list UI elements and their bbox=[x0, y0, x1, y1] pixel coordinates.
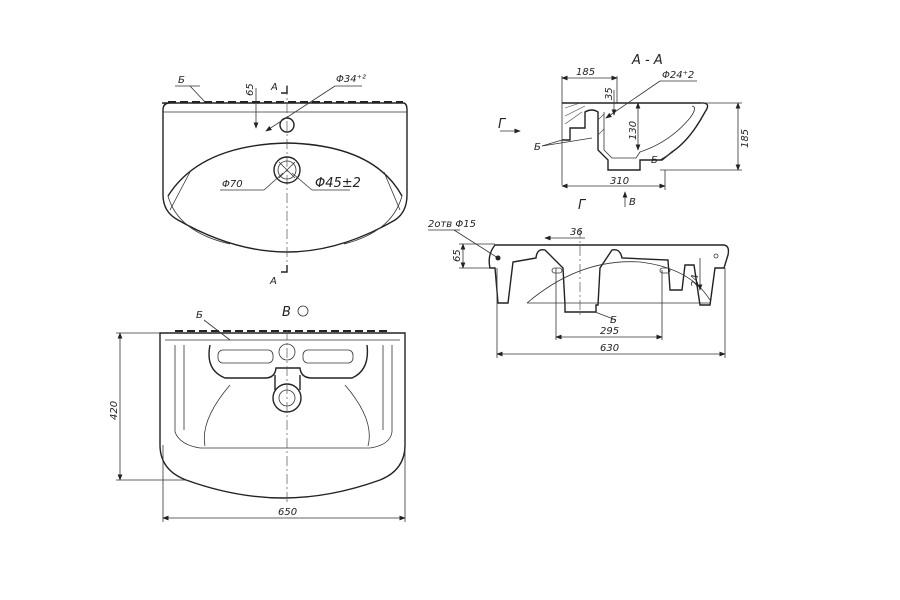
dim-310: 310 bbox=[610, 176, 629, 187]
bottom-label-b: Б bbox=[196, 310, 203, 321]
drain-outer bbox=[273, 156, 301, 184]
plan-view: Б 65 A Φ34⁺² Φ70 Φ45±2 A bbox=[162, 74, 408, 287]
view-v: В bbox=[629, 197, 636, 208]
dim-130: 130 bbox=[628, 121, 639, 140]
section-mark-a: A bbox=[270, 82, 278, 93]
label-b: Б bbox=[178, 75, 185, 86]
front-view: 2отв Φ15 36 65 24 295 Б 630 bbox=[428, 219, 730, 358]
faucet-hole bbox=[279, 117, 295, 133]
bottom-view-v: В bbox=[282, 305, 291, 320]
drain-inner-dia: Φ45±2 bbox=[315, 176, 361, 191]
front-dim-65: 65 bbox=[452, 249, 463, 262]
section-title: A - A bbox=[631, 53, 663, 68]
drain-outer-dia: Φ70 bbox=[222, 179, 243, 190]
dim-185-top: 185 bbox=[576, 67, 595, 78]
dim-65: 65 bbox=[245, 83, 256, 96]
hole-dia-label: Φ34⁺² bbox=[336, 74, 366, 85]
label-b-left: Б bbox=[534, 142, 541, 153]
dim-420: 420 bbox=[109, 401, 120, 420]
dim-185-height: 185 bbox=[740, 129, 751, 148]
dim-36: 36 bbox=[570, 227, 583, 238]
dim-630: 630 bbox=[600, 343, 619, 354]
section-view: A - A 185 35 130 185 310 Φ24⁺2 Б Б Г Г В bbox=[498, 53, 751, 213]
view-g-left: Г bbox=[498, 117, 507, 132]
dim-295: 295 bbox=[600, 326, 619, 337]
front-label-b: Б bbox=[610, 315, 617, 326]
bottom-view: Б В 420 650 bbox=[109, 305, 406, 522]
view-g: Г bbox=[578, 198, 587, 213]
section-mark-a-bottom: A bbox=[269, 276, 277, 287]
section-hole-dia: Φ24⁺2 bbox=[662, 70, 694, 81]
holes-note: 2отв Φ15 bbox=[428, 219, 476, 230]
dim-35: 35 bbox=[604, 87, 615, 100]
dim-24: 24 bbox=[690, 274, 701, 287]
dim-650: 650 bbox=[278, 507, 297, 518]
label-b-right: Б bbox=[651, 155, 658, 166]
